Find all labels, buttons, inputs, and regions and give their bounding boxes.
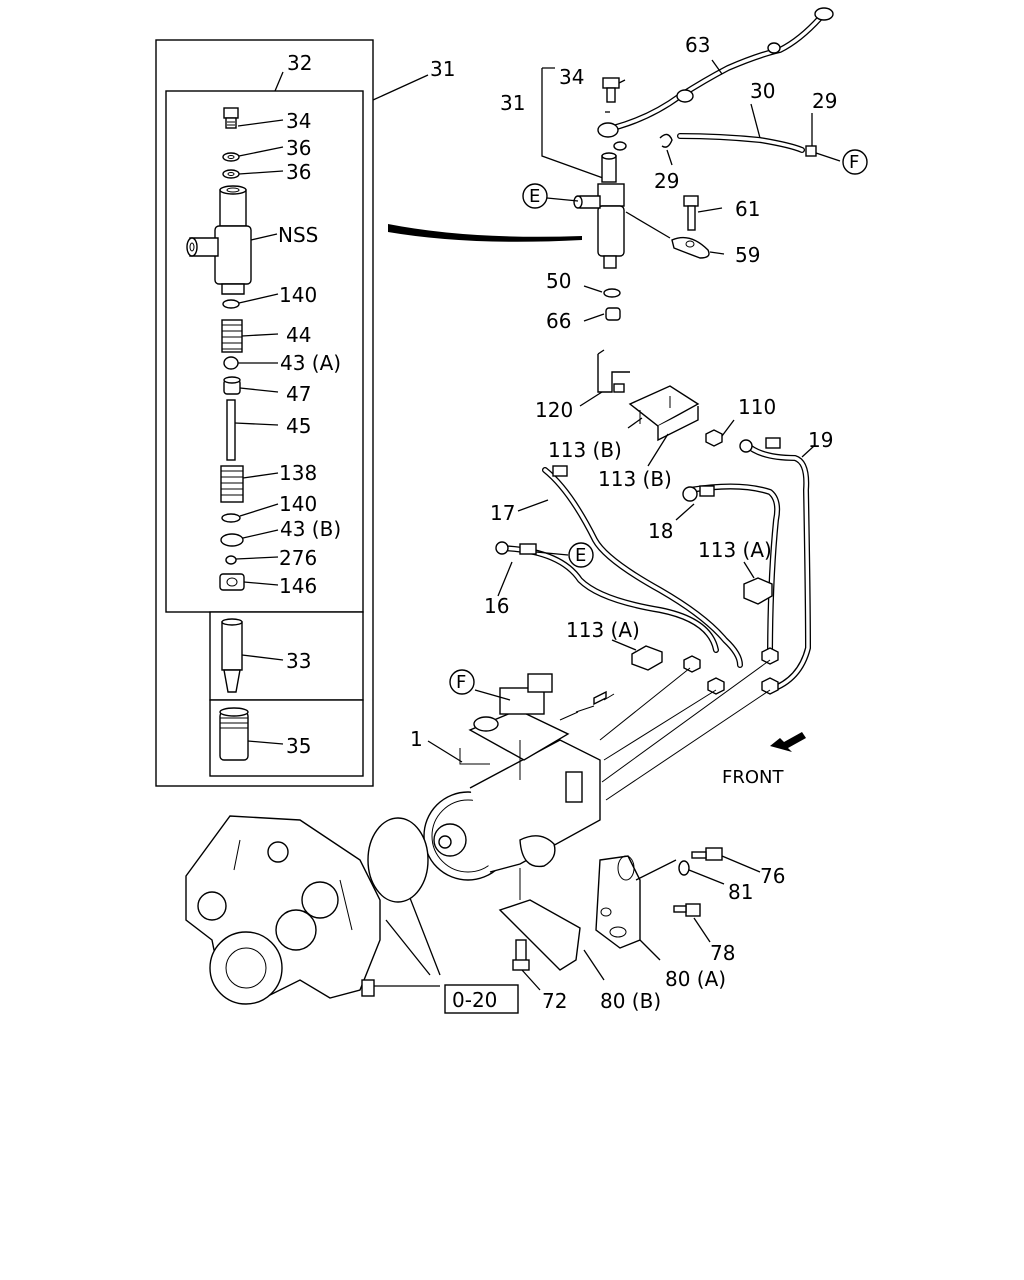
injection-pump — [423, 673, 615, 881]
callout-17: 17 — [490, 501, 515, 525]
callout-140-b: 140 — [279, 492, 317, 516]
washer-36-a-part — [222, 152, 240, 162]
seat-43a-part — [223, 356, 239, 370]
callout-47: 47 — [286, 382, 311, 406]
marker-f-pump — [449, 669, 475, 695]
callout-50: 50 — [546, 269, 571, 293]
callout-110: 110 — [738, 395, 776, 419]
callout-61: 61 — [735, 197, 760, 221]
ring-276-part — [225, 555, 237, 565]
callout-78: 78 — [710, 941, 735, 965]
callout-113b-b: 113 (B) — [598, 467, 672, 491]
callout-36-b: 36 — [286, 160, 311, 184]
callout-63: 63 — [685, 33, 710, 57]
callout-113a-b: 113 (A) — [566, 618, 640, 642]
callout-36-a: 36 — [286, 136, 311, 160]
callout-113b-a: 113 (B) — [548, 438, 622, 462]
front-label: FRONT — [722, 767, 784, 788]
callout-66: 66 — [546, 309, 571, 333]
spring-44-part — [221, 319, 243, 353]
callout-44: 44 — [286, 323, 311, 347]
callout-nss: NSS — [278, 223, 318, 247]
callout-30: 30 — [750, 79, 775, 103]
marker-f-top-label: F — [849, 152, 859, 173]
bolt-34-part — [223, 107, 239, 129]
callout-1: 1 — [410, 727, 423, 751]
callout-34-top: 34 — [559, 65, 584, 89]
nozzle-holder-body-part — [186, 185, 252, 295]
marker-f-pump-label: F — [456, 672, 466, 693]
shim-140-a-part — [222, 299, 240, 309]
callout-76: 76 — [760, 864, 785, 888]
callout-31-top: 31 — [500, 91, 525, 115]
washer-36-b-part — [222, 169, 240, 179]
callout-43a: 43 (A) — [280, 351, 341, 375]
callout-43b: 43 (B) — [280, 517, 341, 541]
callout-80a: 80 (A) — [665, 967, 726, 991]
pump-brackets — [498, 847, 761, 991]
pipes-and-brackets — [495, 349, 815, 801]
spindle-47-part — [223, 376, 241, 395]
callout-33: 33 — [286, 649, 311, 673]
push-rod-45-part — [226, 399, 236, 461]
shim-140-b-part — [221, 513, 241, 523]
callout-34-left: 34 — [286, 109, 311, 133]
callout-72: 72 — [542, 989, 567, 1013]
callout-32: 32 — [287, 51, 312, 75]
callout-16: 16 — [484, 594, 509, 618]
callout-81: 81 — [728, 880, 753, 904]
marker-e-mid — [568, 542, 594, 568]
callout-276: 276 — [279, 546, 317, 570]
reference-0-20: 0-20 — [452, 988, 497, 1012]
callout-45: 45 — [286, 414, 311, 438]
nozzle-holder-panel — [155, 39, 429, 787]
callout-120: 120 — [535, 398, 573, 422]
callout-59: 59 — [735, 243, 760, 267]
front-arrow-icon — [770, 732, 806, 752]
spring-138-part — [220, 465, 244, 503]
injector-assembly — [541, 7, 841, 322]
callout-113a-a: 113 (A) — [698, 538, 772, 562]
callout-35: 35 — [286, 734, 311, 758]
callout-80b: 80 (B) — [600, 989, 661, 1013]
callout-18: 18 — [648, 519, 673, 543]
callout-140-a: 140 — [279, 283, 317, 307]
marker-e-mid-label: E — [575, 545, 586, 566]
callout-146: 146 — [279, 574, 317, 598]
nozzle-33-part — [221, 618, 243, 693]
callout-29-a: 29 — [812, 89, 837, 113]
callout-138: 138 — [279, 461, 317, 485]
callout-19: 19 — [808, 428, 833, 452]
nut-146-part — [219, 573, 245, 591]
marker-e-top — [522, 183, 548, 209]
callout-31-left: 31 — [430, 57, 455, 81]
marker-f-top — [842, 149, 868, 175]
reference-box — [444, 984, 519, 1014]
seat-43b-part — [220, 533, 244, 547]
retaining-nut-35-part — [219, 707, 249, 761]
connector-arrow-shape — [388, 224, 582, 242]
gear-case-housing — [185, 815, 441, 1005]
callout-29-b: 29 — [654, 169, 679, 193]
marker-e-top-label: E — [529, 186, 540, 207]
